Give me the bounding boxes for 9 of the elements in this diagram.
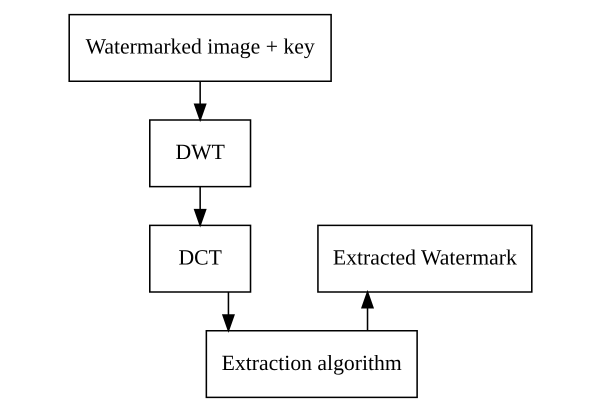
node-box: DWT xyxy=(148,119,251,188)
node-box: Watermarked image + key xyxy=(68,14,332,82)
node-box: DCT xyxy=(148,224,251,293)
arrow xyxy=(221,292,234,333)
arrow xyxy=(360,290,374,331)
arrow xyxy=(193,81,206,122)
arrow xyxy=(193,186,206,228)
node-box: Extraction algorithm xyxy=(205,330,418,398)
node-box: Extracted Watermark xyxy=(316,224,532,293)
